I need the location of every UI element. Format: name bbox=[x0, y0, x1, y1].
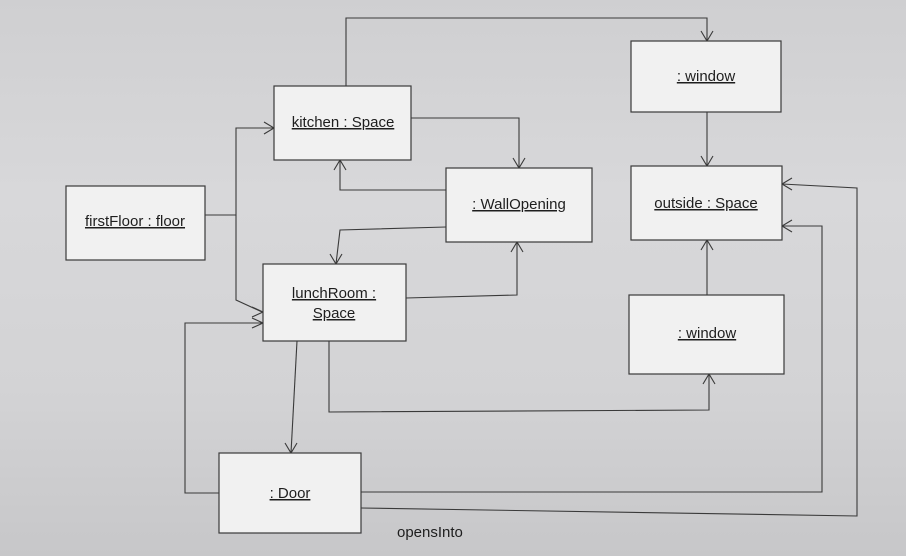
edge-kitchen-window-top bbox=[345, 17, 708, 86]
edge-wallopening-kitchen bbox=[339, 160, 446, 191]
object-outside: outside : Space bbox=[630, 165, 783, 241]
object-firstfloor: firstFloor : floor bbox=[65, 185, 206, 261]
edge-firstfloor-lunchroom bbox=[235, 215, 263, 313]
object-kitchen-label: kitchen : Space bbox=[292, 114, 395, 131]
edge-door-outside-outer bbox=[360, 183, 858, 517]
edge-lunchroom-wallopening bbox=[405, 242, 518, 299]
object-window-top: : window bbox=[630, 40, 782, 113]
object-lunchroom-label-line2: Space bbox=[313, 305, 356, 322]
object-window-bottom: : window bbox=[628, 294, 785, 375]
object-door-label: : Door bbox=[270, 485, 311, 502]
edge-door-outside-inner bbox=[361, 225, 823, 493]
edge-label-opensinto: opensInto bbox=[397, 524, 463, 541]
edge-firstfloor-kitchen bbox=[205, 127, 274, 216]
edge-kitchen-wallopening bbox=[411, 117, 520, 168]
object-firstfloor-label: firstFloor : floor bbox=[85, 213, 185, 230]
object-door: : Door bbox=[218, 452, 362, 534]
edge-lunchroom-door bbox=[290, 340, 298, 454]
object-wallopening-label: : WallOpening bbox=[472, 196, 566, 213]
object-window-bottom-label: : window bbox=[678, 325, 737, 342]
object-lunchroom: lunchRoom : Space bbox=[262, 263, 407, 342]
object-wallopening: : WallOpening bbox=[445, 167, 593, 243]
edge-wallopening-lunchroom bbox=[335, 226, 447, 265]
edges bbox=[184, 17, 858, 517]
object-lunchroom-label-line1: lunchRoom : bbox=[292, 285, 376, 302]
object-outside-label: outside : Space bbox=[654, 195, 757, 212]
object-kitchen: kitchen : Space bbox=[273, 85, 412, 161]
edge-lunchroom-window-bottom bbox=[328, 341, 710, 413]
edge-door-lunchroom bbox=[184, 322, 263, 494]
object-window-top-label: : window bbox=[677, 68, 736, 85]
